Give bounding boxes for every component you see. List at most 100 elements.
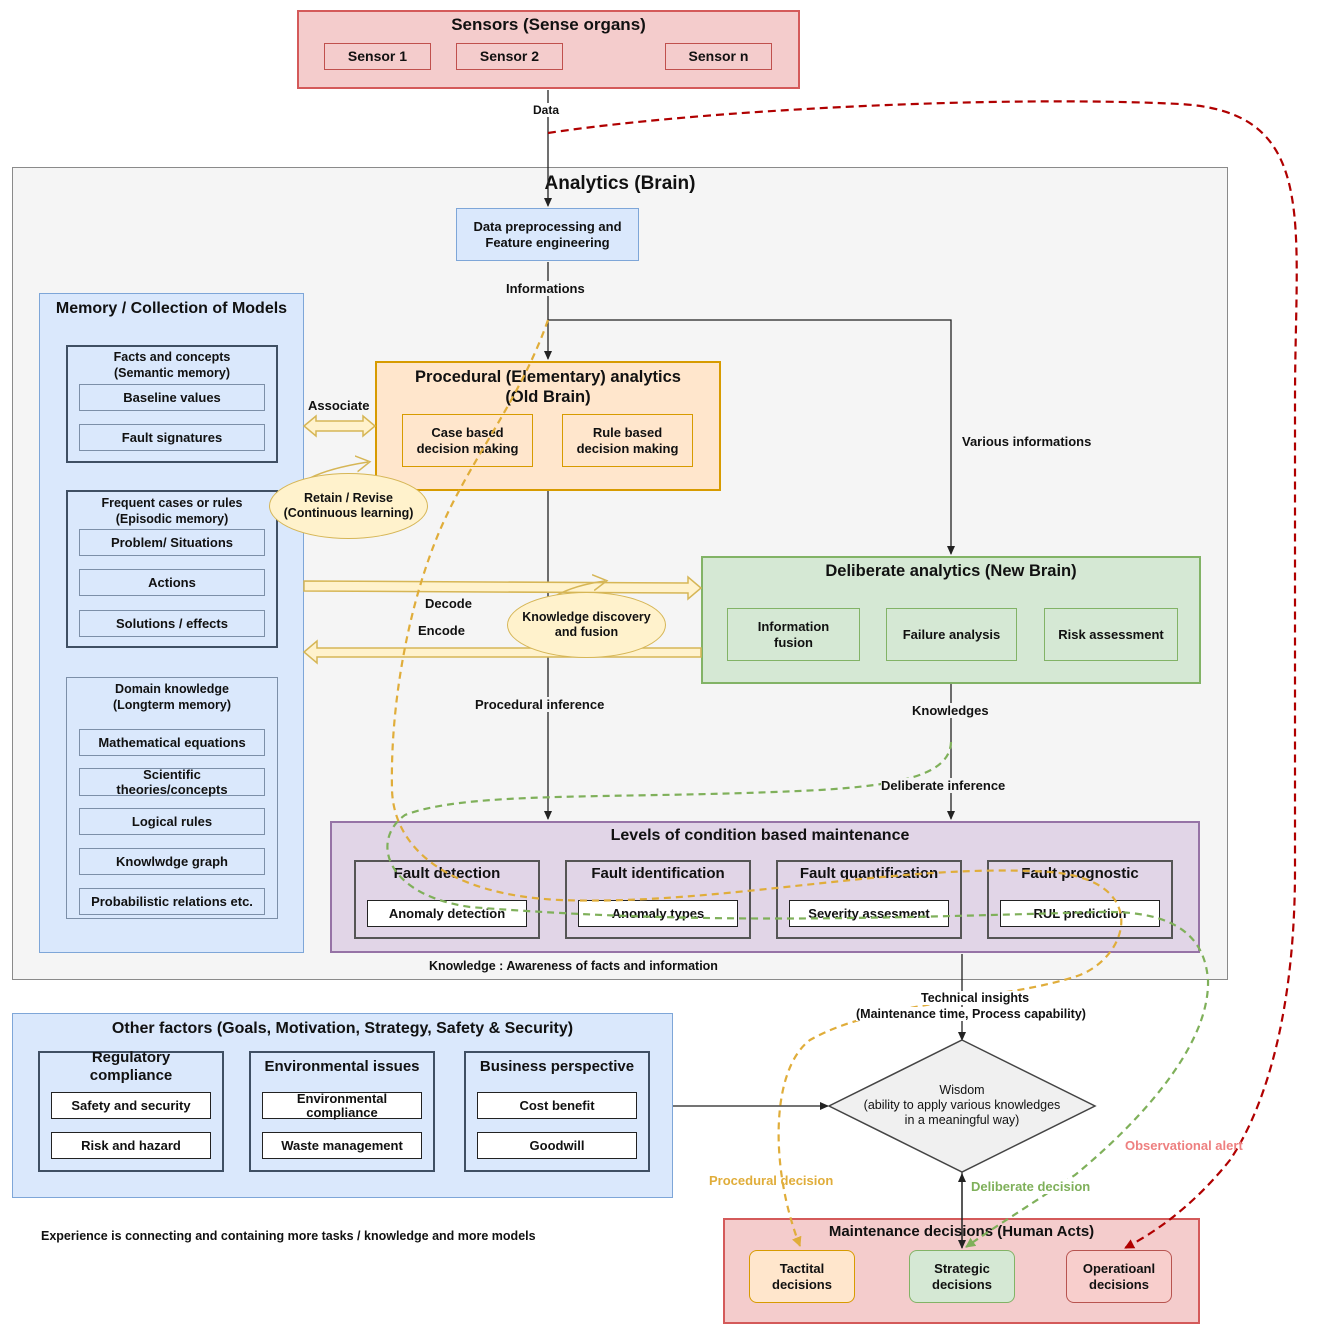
fault-signatures: Fault signatures <box>79 424 265 451</box>
knowledge-awareness-label: Knowledge : Awareness of facts and infor… <box>429 959 718 973</box>
cost-benefit-label: Cost benefit <box>519 1097 595 1113</box>
wisdom-text: Wisdom (ability to apply various knowled… <box>840 1083 1084 1128</box>
actions-label: Actions <box>148 574 196 590</box>
fault-quantification-title: Fault quantification <box>799 865 939 882</box>
mathematical-equations: Mathematical equations <box>79 729 265 756</box>
kd-line-1: Knowledge discovery <box>522 610 651 624</box>
episodic-memory-title: Frequent cases or rules (Episodic memory… <box>66 495 278 527</box>
strategic-line-1: Strategic <box>934 1260 990 1276</box>
operational-decisions: Operatioanl decisions <box>1066 1250 1172 1303</box>
goodwill-label: Goodwill <box>529 1137 585 1153</box>
rule-based-decision: Rule based decision making <box>562 414 693 467</box>
severity-assessment: Severity assesment <box>789 900 949 927</box>
other-factors-title: Other factors (Goals, Motivation, Strate… <box>111 1020 574 1037</box>
data-label: Data <box>533 103 560 117</box>
episodic-title-1: Frequent cases or rules <box>101 496 243 510</box>
sensor-2-label: Sensor 2 <box>479 48 540 65</box>
procedural-decision-path <box>390 319 1123 1247</box>
business-title: Business perspective <box>479 1058 635 1075</box>
problem-situations: Problem/ Situations <box>79 529 265 556</box>
retain-line-2: (Continuous learning) <box>283 506 414 520</box>
decode-label: Decode <box>425 596 472 611</box>
wisdom-line-2: (ability to apply various knowledges <box>863 1098 1061 1112</box>
longterm-title-1: Domain knowledge <box>115 682 229 696</box>
retain-revise-ellipse: Retain / Revise (Continuous learning) <box>269 473 428 539</box>
scientific-line-1: Scientific <box>143 767 201 782</box>
wisdom-line-3: in a meaningful way) <box>904 1113 1020 1127</box>
problem-situations-label: Problem/ Situations <box>110 534 234 550</box>
baseline-values: Baseline values <box>79 384 265 411</box>
probabilistic-relations: Probabilistic relations etc. <box>79 888 265 915</box>
procedural-inference-label: Procedural inference <box>475 697 605 712</box>
rule-based-line-2: decision making <box>576 440 679 456</box>
regulatory-title-1: Regulatory <box>91 1049 171 1066</box>
wisdom-line-1: Wisdom <box>939 1083 985 1097</box>
strategic-line-2: decisions <box>932 1276 992 1292</box>
sensor-n: Sensor n <box>665 43 772 70</box>
information-fusion: Information fusion <box>727 608 860 661</box>
solutions-effects: Solutions / effects <box>79 610 265 637</box>
kd-line-2: and fusion <box>554 625 619 639</box>
info-fusion-line-1: Information <box>757 618 830 634</box>
risk-hazard-label: Risk and hazard <box>81 1137 181 1153</box>
knowledges-label: Knowledges <box>912 703 989 718</box>
operational-line-2: decisions <box>1089 1276 1149 1292</box>
safety-security-label: Safety and security <box>71 1097 191 1113</box>
associate-arrow <box>302 414 377 438</box>
fault-identification-title: Fault identification <box>591 865 725 882</box>
longterm-title-2: (Longterm memory) <box>112 698 232 712</box>
procedural-title: Procedural (Elementary) analytics (Old B… <box>375 367 721 407</box>
sensor-2: Sensor 2 <box>456 43 563 70</box>
case-based-line-1: Case based <box>431 424 504 440</box>
regulatory-title-2: compliance <box>89 1067 173 1084</box>
preprocessing-line-2: Feature engineering <box>485 234 610 250</box>
sensor-n-label: Sensor n <box>688 48 749 65</box>
observational-alert-label: Observational alert <box>1125 1138 1243 1153</box>
risk-hazard: Risk and hazard <box>51 1132 211 1159</box>
cbm-title: Levels of condition based maintenance <box>610 827 910 844</box>
deliberate-title: Deliberate analytics (New Brain) <box>825 562 1077 580</box>
technical-insights-label: Technical insights <box>921 991 1030 1005</box>
environmental-compliance: Environmental compliance <box>262 1090 422 1120</box>
procedural-title-1: Procedural (Elementary) analytics <box>415 368 681 386</box>
info-fusion-line-2: fusion <box>774 634 813 650</box>
baseline-values-label: Baseline values <box>123 389 221 405</box>
env-compliance-line-1: Environmental <box>296 1090 388 1106</box>
memory-title: Memory / Collection of Models <box>55 300 288 317</box>
cost-benefit: Cost benefit <box>477 1092 637 1119</box>
semantic-title-2: (Semantic memory) <box>113 366 230 380</box>
goodwill: Goodwill <box>477 1132 637 1159</box>
env-compliance-line-2: compliance <box>306 1104 378 1120</box>
deliberate-inference-label: Deliberate inference <box>881 778 1006 793</box>
sensors-title: Sensors (Sense organs) <box>451 15 646 34</box>
episodic-title-2: (Episodic memory) <box>115 512 229 526</box>
various-informations-arrow <box>548 319 955 555</box>
tactical-line-1: Tactital <box>779 1260 825 1276</box>
risk-assessment: Risk assessment <box>1044 608 1178 661</box>
wisdom-diamond <box>827 1039 1097 1173</box>
sensor-1: Sensor 1 <box>324 43 431 70</box>
probabilistic-relations-label: Probabilistic relations etc. <box>91 893 253 909</box>
tactical-decisions: Tactital decisions <box>749 1250 855 1303</box>
scientific-theories: Scientific theories/concepts <box>79 767 265 797</box>
failure-analysis: Failure analysis <box>886 608 1017 661</box>
safety-security: Safety and security <box>51 1092 211 1119</box>
case-based-line-2: decision making <box>416 440 519 456</box>
knowledge-graph: Knowlwdge graph <box>79 848 265 875</box>
logical-rules-label: Logical rules <box>131 813 213 829</box>
encode-arrow <box>302 639 702 665</box>
analytics-title: Analytics (Brain) <box>544 173 696 194</box>
case-based-decision: Case based decision making <box>402 414 533 467</box>
waste-management-label: Waste management <box>281 1137 403 1153</box>
various-informations-label: Various informations <box>962 434 1092 449</box>
knowledge-discovery-ellipse: Knowledge discovery and fusion <box>507 592 666 658</box>
rule-based-line-1: Rule based <box>592 424 663 440</box>
procedural-decision-label: Procedural decision <box>709 1173 834 1188</box>
retain-line-1: Retain / Revise <box>304 491 393 505</box>
observational-alert-path <box>547 100 1298 1249</box>
experience-note: Experience is connecting and containing … <box>41 1229 536 1243</box>
environmental-title: Environmental issues <box>264 1058 420 1075</box>
decode-arrow <box>303 575 703 601</box>
actions: Actions <box>79 569 265 596</box>
